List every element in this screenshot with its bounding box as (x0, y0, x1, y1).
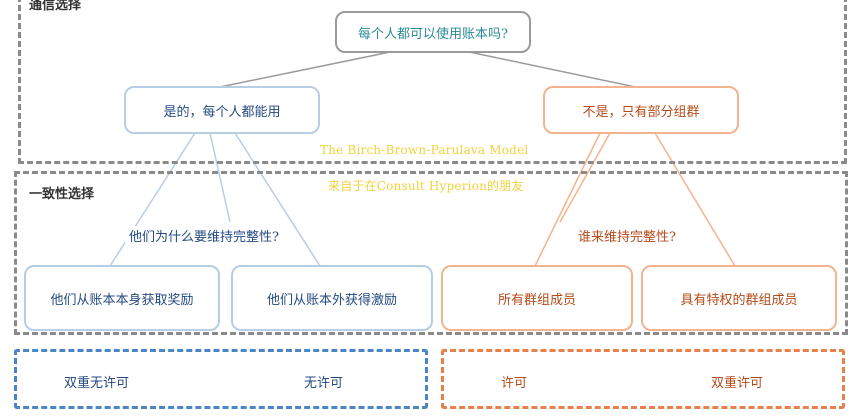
double-permissionless-label: 双重无许可 (64, 376, 130, 391)
permissionless-region (14, 349, 428, 409)
line-right-q (559, 132, 611, 223)
line-root-left (214, 49, 401, 89)
line-right-leaf3 (534, 132, 601, 267)
leaf-ledger-reward: 他们从账本本身获取奖励 (24, 265, 220, 331)
model-caption-line2: 来自于在Consult Hyperion的朋友 (326, 177, 526, 194)
leaf-all-members: 所有群组成员 (441, 265, 633, 331)
communication-region-label: 通信选择 (26, 0, 85, 13)
line-left-leaf1 (109, 132, 196, 267)
line-left-q (209, 132, 231, 223)
line-right-leaf4 (654, 132, 736, 267)
line-root-right (459, 49, 641, 89)
left-question: 他们为什么要维持完整性? (125, 226, 283, 245)
permissioned-region (441, 349, 845, 409)
leaf-external-incentive: 他们从账本外获得激励 (231, 265, 433, 331)
left-node: 是的，每个人都能用 (124, 86, 320, 134)
consensus-region-label: 一致性选择 (26, 183, 98, 202)
root-node: 每个人都可以使用账本吗? (335, 11, 531, 53)
right-node: 不是，只有部分组群 (543, 86, 739, 134)
leaf-privileged-members: 具有特权的群组成员 (641, 265, 837, 331)
consensus-region (14, 171, 848, 335)
right-question: 谁来维持完整性? (574, 226, 680, 245)
permissioned-label: 许可 (501, 376, 528, 391)
permissionless-label: 无许可 (304, 376, 344, 391)
double-permissioned-label: 双重许可 (711, 376, 764, 391)
communication-region (18, 0, 847, 164)
model-caption-line1: The Birch-Brown-Parulava Model (320, 143, 529, 157)
line-left-leaf2 (234, 132, 321, 267)
